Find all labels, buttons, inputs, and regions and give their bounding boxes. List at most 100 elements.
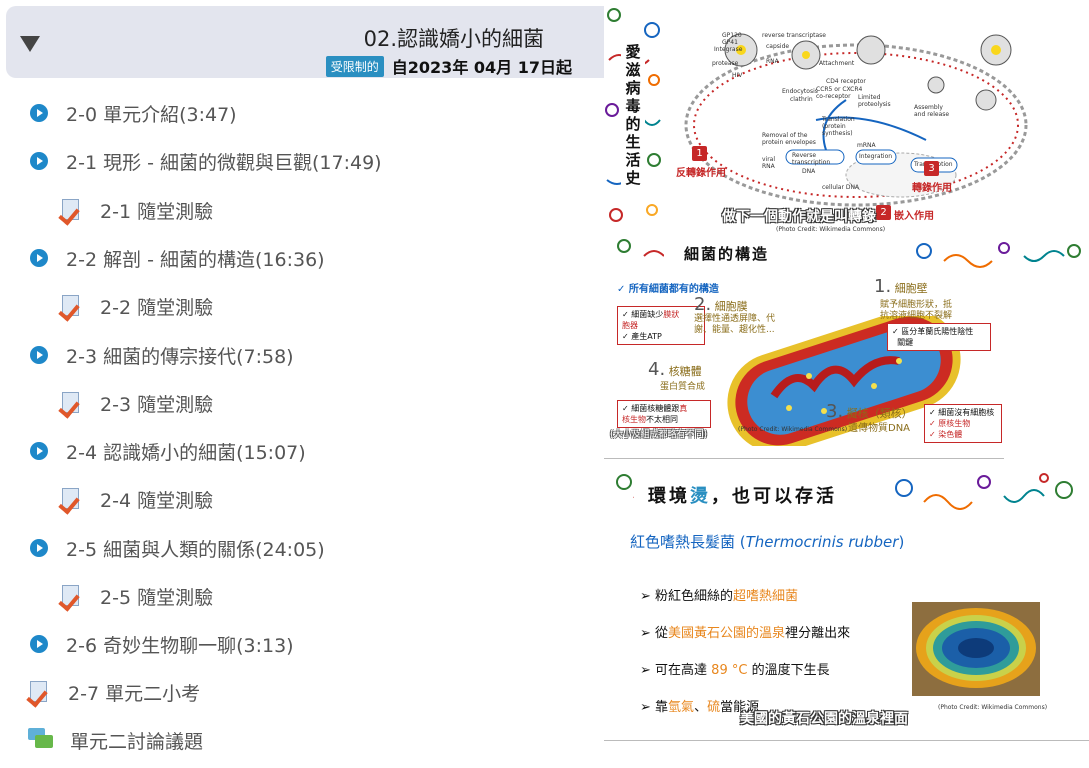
label-endocytosis: Endocytosis: [782, 88, 818, 95]
video-play-icon: [30, 249, 48, 267]
activity-label[interactable]: 2-0 單元介紹(3:47): [66, 103, 237, 126]
activity-quiz-item[interactable]: 2-7 單元二小考: [26, 679, 201, 708]
activity-label[interactable]: 2-2 隨堂測驗: [100, 296, 214, 319]
slide1-caption: 做下一個動作就是叫轉錄: [722, 209, 876, 225]
label-integrase: Integrase: [714, 46, 743, 53]
step-2-label: 嵌入作用: [894, 211, 934, 222]
slide3-bullets: ➢ 粉紅色細絲的超嗜熱細菌 ➢ 從美國黃石公園的溫泉裡分離出來 ➢ 可在高達 8…: [640, 585, 850, 733]
restriction-info: 受限制的 自2023年 04月 17日起: [325, 54, 572, 78]
label-capside: capside: [766, 43, 790, 50]
activity-label[interactable]: 2-3 隨堂測驗: [100, 393, 214, 416]
slide3-title: 環境燙，也可以存活: [634, 480, 851, 510]
cell-membrane-desc: 選擇性通透屏障、代謝、能量、趨化性...: [694, 314, 776, 335]
bullet-3: ➢ 可在高達 89 °C 的溫度下生長: [640, 663, 830, 678]
all-bacteria-have: ✓ 所有細菌都有的構造: [617, 284, 719, 295]
slide-bacteria-structure: 細菌的構造 ✓ 所有細菌都有的構造 ✓ 細菌缺少膜狀 胞器 ✓ 產生ATP 2.…: [604, 236, 1089, 462]
step-1-badge: 1: [692, 146, 707, 161]
quiz-icon: [58, 488, 82, 515]
activity-video-item[interactable]: 2-6 奇妙生物聊一聊(3:13): [30, 631, 294, 657]
restriction-date: 自2023年 04月 17日起: [391, 58, 572, 77]
restricted-badge: 受限制的: [325, 55, 384, 77]
slide1-vertical-title: 愛滋病毒的生活史: [621, 40, 645, 190]
activity-label[interactable]: 2-1 隨堂測驗: [100, 200, 214, 223]
label-nucleoid: 3. 擬核（類核）: [826, 401, 913, 422]
activity-label[interactable]: 2-5 細菌與人類的關係(24:05): [66, 538, 325, 561]
slide3-subtitle: 紅色嗜熱長髮菌 (Thermocrinis rubber): [630, 533, 905, 551]
activity-video-item[interactable]: 2-2 解剖 - 細菌的構造(16:36): [30, 245, 325, 271]
activity-label[interactable]: 2-4 隨堂測驗: [100, 489, 214, 512]
activity-label[interactable]: 2-1 現形 - 細菌的微觀與巨觀(17:49): [66, 151, 382, 174]
activity-forum-item[interactable]: 單元二討論議題: [28, 727, 203, 753]
box-no-organelles: ✓ 細菌缺少膜狀 胞器 ✓ 產生ATP: [617, 306, 705, 345]
activity-label[interactable]: 2-6 奇妙生物聊一聊(3:13): [66, 634, 294, 657]
slide1-credit: (Photo Credit: Wikimedia Commons): [776, 226, 886, 233]
slide2-title: 細菌的構造: [664, 241, 790, 266]
activity-label[interactable]: 2-3 細菌的傳宗接代(7:58): [66, 345, 294, 368]
slide3-caption: 美國的黃石公園的溫泉裡面: [740, 711, 908, 727]
quiz-icon: [58, 295, 82, 322]
step-2-badge: 2: [876, 205, 891, 220]
video-play-icon: [30, 442, 48, 460]
quiz-icon: [58, 199, 82, 226]
video-play-icon: [30, 104, 48, 122]
activity-video-item[interactable]: 2-0 單元介紹(3:47): [30, 100, 237, 126]
step-3-label: 轉錄作用: [912, 183, 952, 194]
video-play-icon: [30, 152, 48, 170]
activity-label[interactable]: 2-2 解剖 - 細菌的構造(16:36): [66, 248, 325, 271]
box-ribosome: ✓ 細菌核糖體跟真 核生物不太相同: [617, 400, 711, 428]
activity-video-item[interactable]: 2-1 現形 - 細菌的微觀與巨觀(17:49): [30, 148, 382, 174]
video-play-icon: [30, 346, 48, 364]
label-ribosome: 4. 核糖體: [648, 359, 702, 380]
quiz-icon: [26, 681, 50, 708]
slide3-credit: (Photo Credit: Wikimedia Commons): [938, 704, 1048, 711]
activity-quiz-item[interactable]: 2-5 隨堂測驗: [58, 583, 214, 612]
label-clathrin: clathrin: [790, 96, 813, 103]
section-title: 02.認識嬌小的細菌: [363, 27, 544, 51]
section-header: 02.認識嬌小的細菌 受限制的 自2023年 04月 17日起: [6, 6, 604, 78]
activity-label[interactable]: 2-4 認識嬌小的細菌(15:07): [66, 441, 306, 464]
collapse-toggle-icon[interactable]: [20, 36, 40, 52]
slide-hiv-lifecycle: 愛滋病毒的生活史 GP120 GP41 Integrase protease H…: [604, 0, 1089, 236]
quiz-icon: [58, 585, 82, 612]
slide-thermophile: 環境燙，也可以存活 紅色嗜熱長髮菌 (Thermocrinis rubber) …: [604, 468, 1089, 742]
label-removal-envelope: Removal of the protein envelopes: [762, 132, 816, 146]
label-rna: RNA: [766, 58, 779, 65]
box-nucleus: ✓ 細菌沒有細胞核 ✓ 原核生物 ✓ 染色體: [924, 404, 1002, 443]
bullet-4: ➢ 靠氫氣、硫當能源: [640, 700, 760, 715]
activity-video-item[interactable]: 2-4 認識嬌小的細菌(15:07): [30, 438, 306, 464]
label-translation: Translation (protein synthesis): [822, 116, 855, 137]
ribosome-note: (大小及組成都略有不同): [610, 430, 708, 440]
label-integration: Integration: [859, 153, 893, 160]
step-3-badge: 3: [924, 161, 939, 176]
activity-label[interactable]: 單元二討論議題: [70, 730, 204, 753]
bullet-1: ➢ 粉紅色細絲的超嗜熱細菌: [640, 589, 799, 604]
ribosome-desc: 蛋白質合成: [660, 382, 706, 392]
label-coreceptor: CCR5 or CXCR4 co-receptor: [816, 86, 863, 100]
label-hiv: HIV: [732, 72, 743, 79]
hot-spring-photo: [912, 602, 1040, 696]
nucleoid-desc: 遺傳物質DNA: [848, 423, 911, 434]
bullet-2: ➢ 從美國黃石公園的溫泉裡分離出來: [640, 626, 851, 641]
slide3-divider: [604, 740, 1089, 741]
activity-quiz-item[interactable]: 2-2 隨堂測驗: [58, 293, 214, 322]
activity-video-item[interactable]: 2-5 細菌與人類的關係(24:05): [30, 535, 325, 561]
label-dna: DNA: [802, 168, 816, 175]
label-cd4-receptor: CD4 receptor: [826, 78, 866, 85]
activity-quiz-item[interactable]: 2-3 隨堂測驗: [58, 390, 214, 419]
activity-quiz-item[interactable]: 2-4 隨堂測驗: [58, 486, 214, 515]
label-limited-proteolysis: Limited proteolysis: [858, 94, 891, 108]
forum-icon: [28, 728, 54, 752]
video-play-icon: [30, 635, 48, 653]
activity-label[interactable]: 2-7 單元二小考: [68, 682, 201, 705]
label-protease: protease: [712, 60, 739, 67]
label-gp41: GP41: [722, 39, 738, 46]
activity-video-item[interactable]: 2-3 細菌的傳宗接代(7:58): [30, 342, 294, 368]
step-1-label: 反轉錄作用: [676, 168, 726, 179]
activity-label[interactable]: 2-5 隨堂測驗: [100, 586, 214, 609]
slide2-divider: [604, 458, 1004, 459]
label-reverse-transcriptase: reverse transcriptase: [762, 32, 826, 39]
label-assembly: Assembly and release: [914, 104, 950, 118]
activity-quiz-item[interactable]: 2-1 隨堂測驗: [58, 197, 214, 226]
label-cell-membrane: 2. 細胞膜: [694, 294, 748, 315]
label-viral-rna: viral RNA: [762, 156, 776, 170]
